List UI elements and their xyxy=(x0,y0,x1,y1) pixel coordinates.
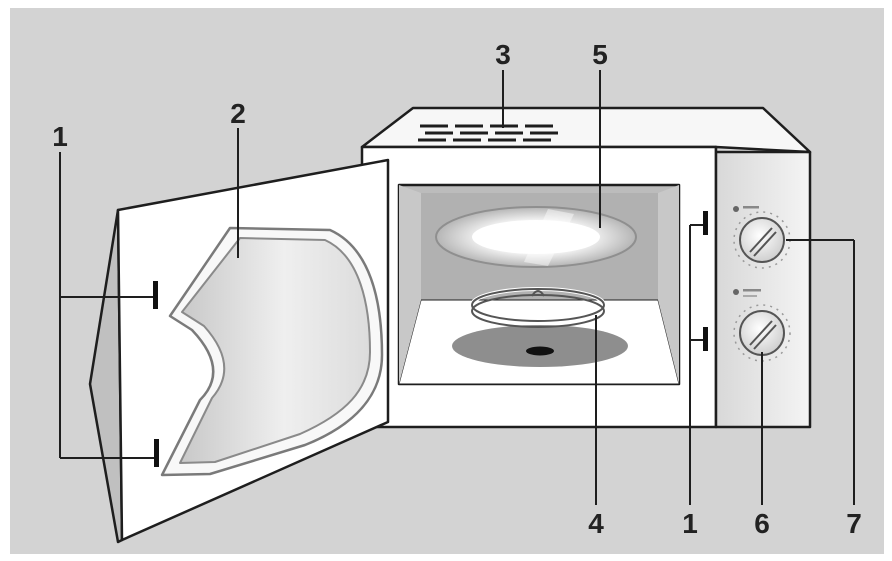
door[interactable] xyxy=(88,158,390,544)
turntable-inner xyxy=(472,220,600,254)
door-latch-upper xyxy=(153,281,158,309)
callout-roller-ring: 4 xyxy=(588,508,604,539)
door-latch-lower xyxy=(154,439,159,467)
door-window xyxy=(179,237,371,464)
floor-plate xyxy=(452,325,628,367)
power-knob[interactable] xyxy=(733,206,791,269)
callouts: 1 2 3 5 4 1 6 7 xyxy=(52,39,862,539)
cavity-left-wall xyxy=(399,185,421,384)
control-side-panel xyxy=(714,145,812,429)
latch-slot-upper xyxy=(703,211,708,235)
cavity-right-wall xyxy=(658,185,679,384)
leader-lines xyxy=(59,70,855,505)
callout-turntable: 5 xyxy=(592,39,608,70)
callout-latch-right: 1 xyxy=(682,508,698,539)
latch-slot-lower xyxy=(703,327,708,351)
callout-door: 2 xyxy=(230,98,246,129)
turntable-reflection xyxy=(524,209,574,266)
roller-ring xyxy=(470,287,606,328)
callout-latch-left: 1 xyxy=(52,121,68,152)
top-panel xyxy=(360,106,812,154)
microwave-body xyxy=(360,106,812,429)
callout-power-knob: 7 xyxy=(846,508,862,539)
callout-vent: 3 xyxy=(495,39,511,70)
callout-timer-knob: 6 xyxy=(754,508,770,539)
floor-drive-hub xyxy=(526,346,554,356)
